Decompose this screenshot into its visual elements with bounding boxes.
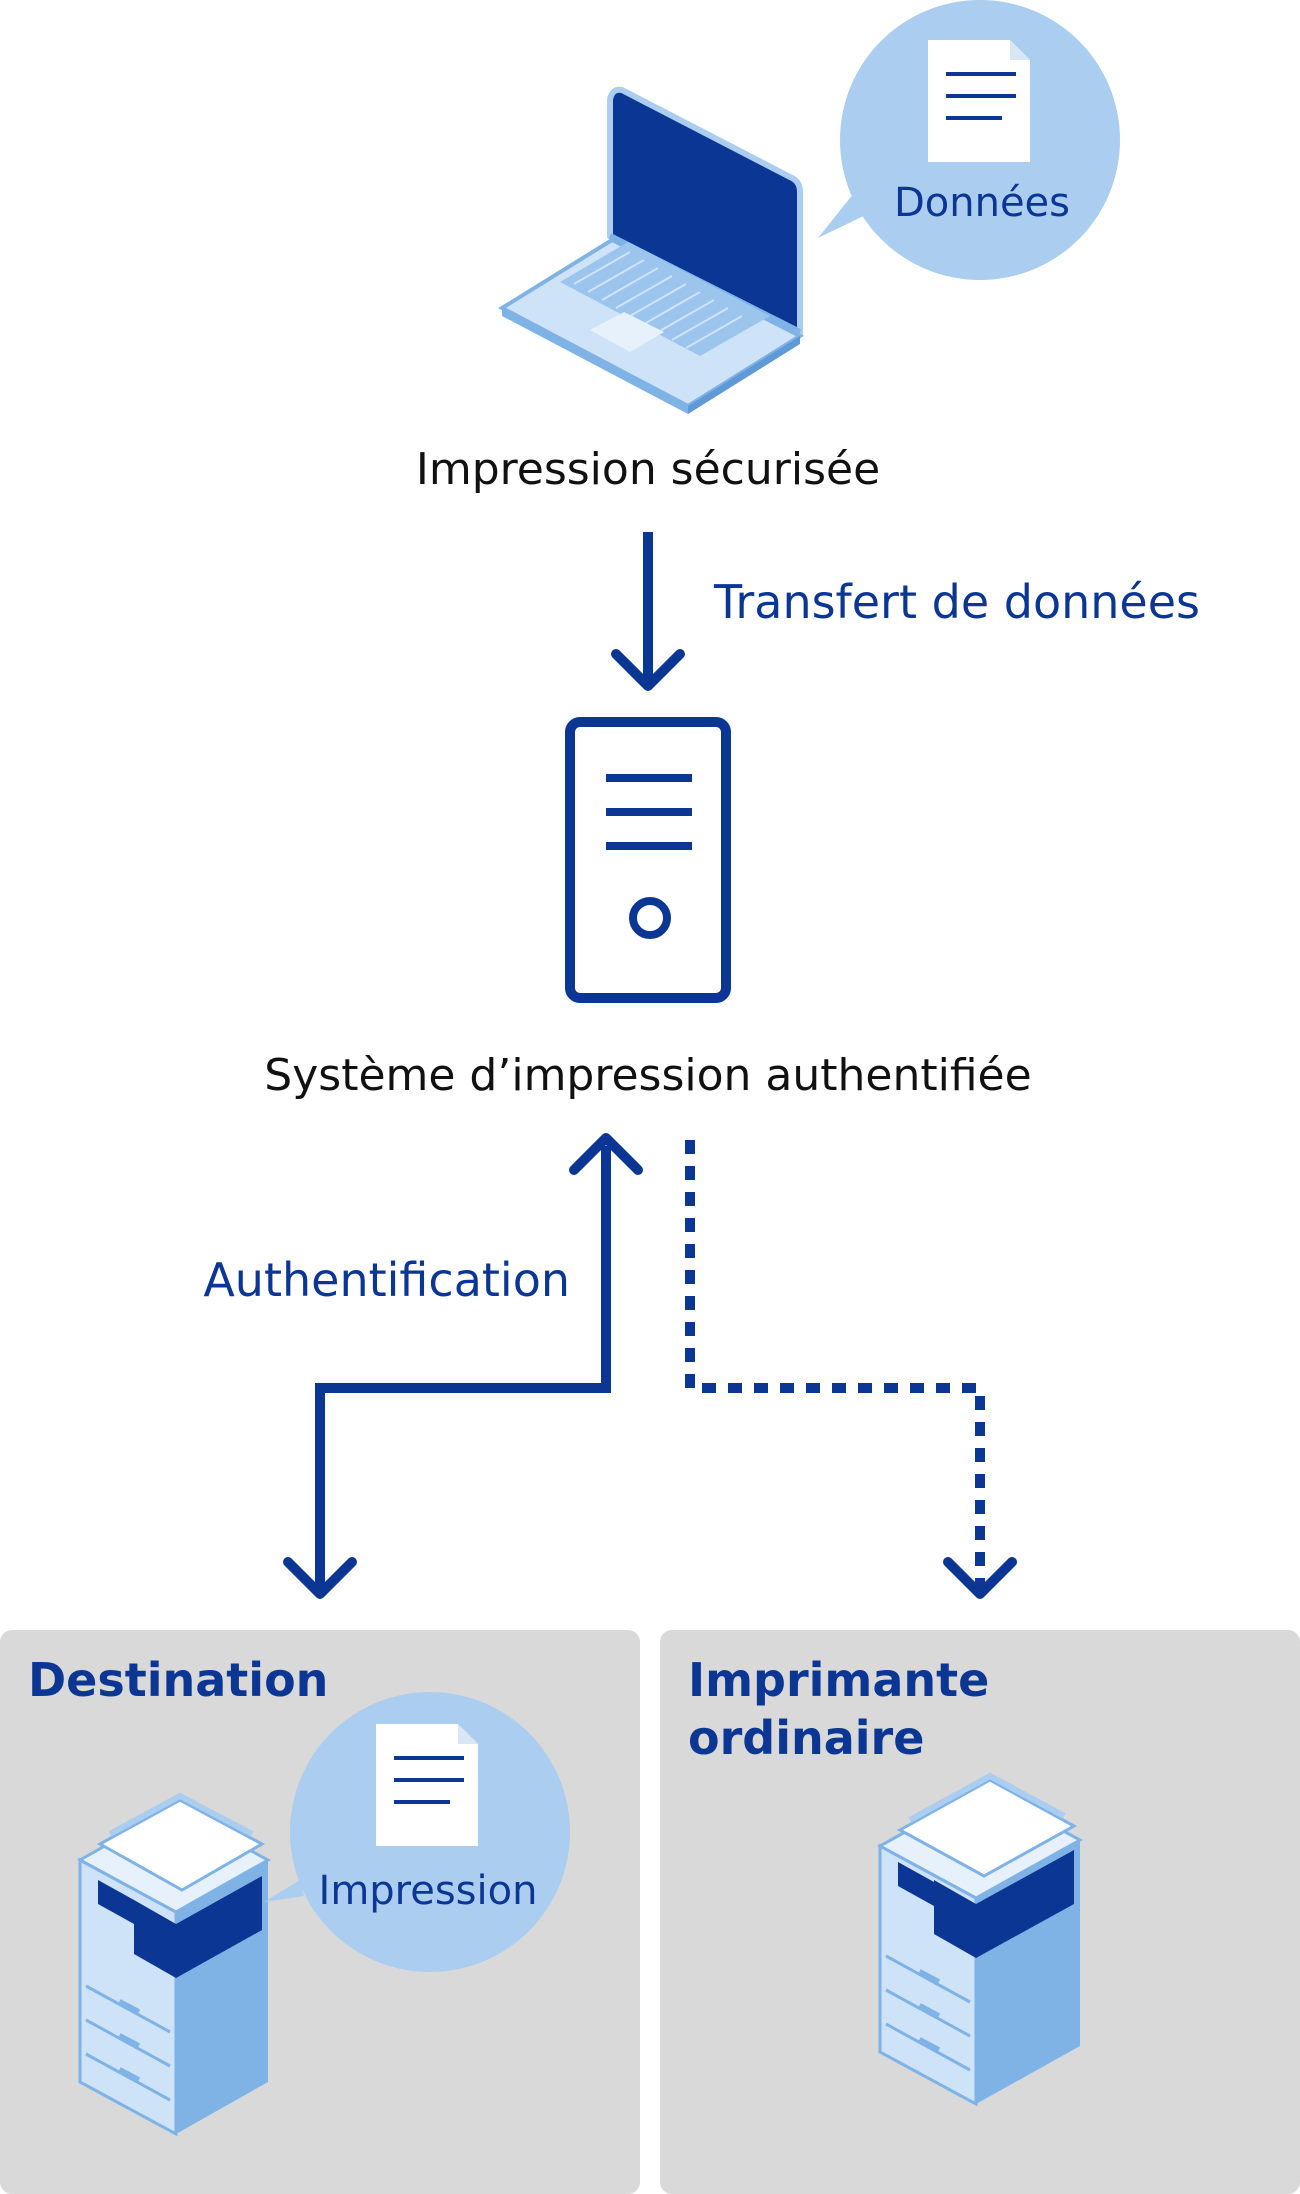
data-transfer-label: Transfert de données [713, 575, 1200, 629]
destination-panel: Destination [0, 1630, 640, 2194]
data-transfer-arrow [611, 532, 685, 691]
ordinary-printer-arrow [685, 1140, 1017, 1599]
server-label: Système d’impression authentifiée [264, 1050, 1031, 1101]
server-icon [565, 717, 731, 1003]
ordinary-printer-panel: Imprimante ordinaire [660, 1630, 1300, 2194]
ordinary-title-line2: ordinaire [688, 1711, 924, 1765]
authentication-label: Authentification [203, 1253, 570, 1307]
authentication-arrow [283, 1133, 643, 1599]
printer-icon [876, 1772, 1084, 2107]
printer-icon [76, 1792, 272, 2137]
laptop-icon [497, 86, 805, 414]
destination-title: Destination [28, 1653, 328, 1707]
laptop-label: Impression sécurisée [416, 444, 880, 495]
document-icon [928, 40, 1030, 162]
print-bubble-label: Impression [319, 1868, 538, 1914]
print-bubble: Impression [264, 1692, 570, 1972]
data-bubble-label: Données [894, 180, 1070, 226]
ordinary-title-line1: Imprimante [688, 1653, 989, 1707]
svg-text:Imprimante ordinaire: Imprimante ordinaire [688, 1653, 1005, 1765]
document-icon [376, 1724, 478, 1846]
data-bubble: Données [818, 0, 1120, 280]
